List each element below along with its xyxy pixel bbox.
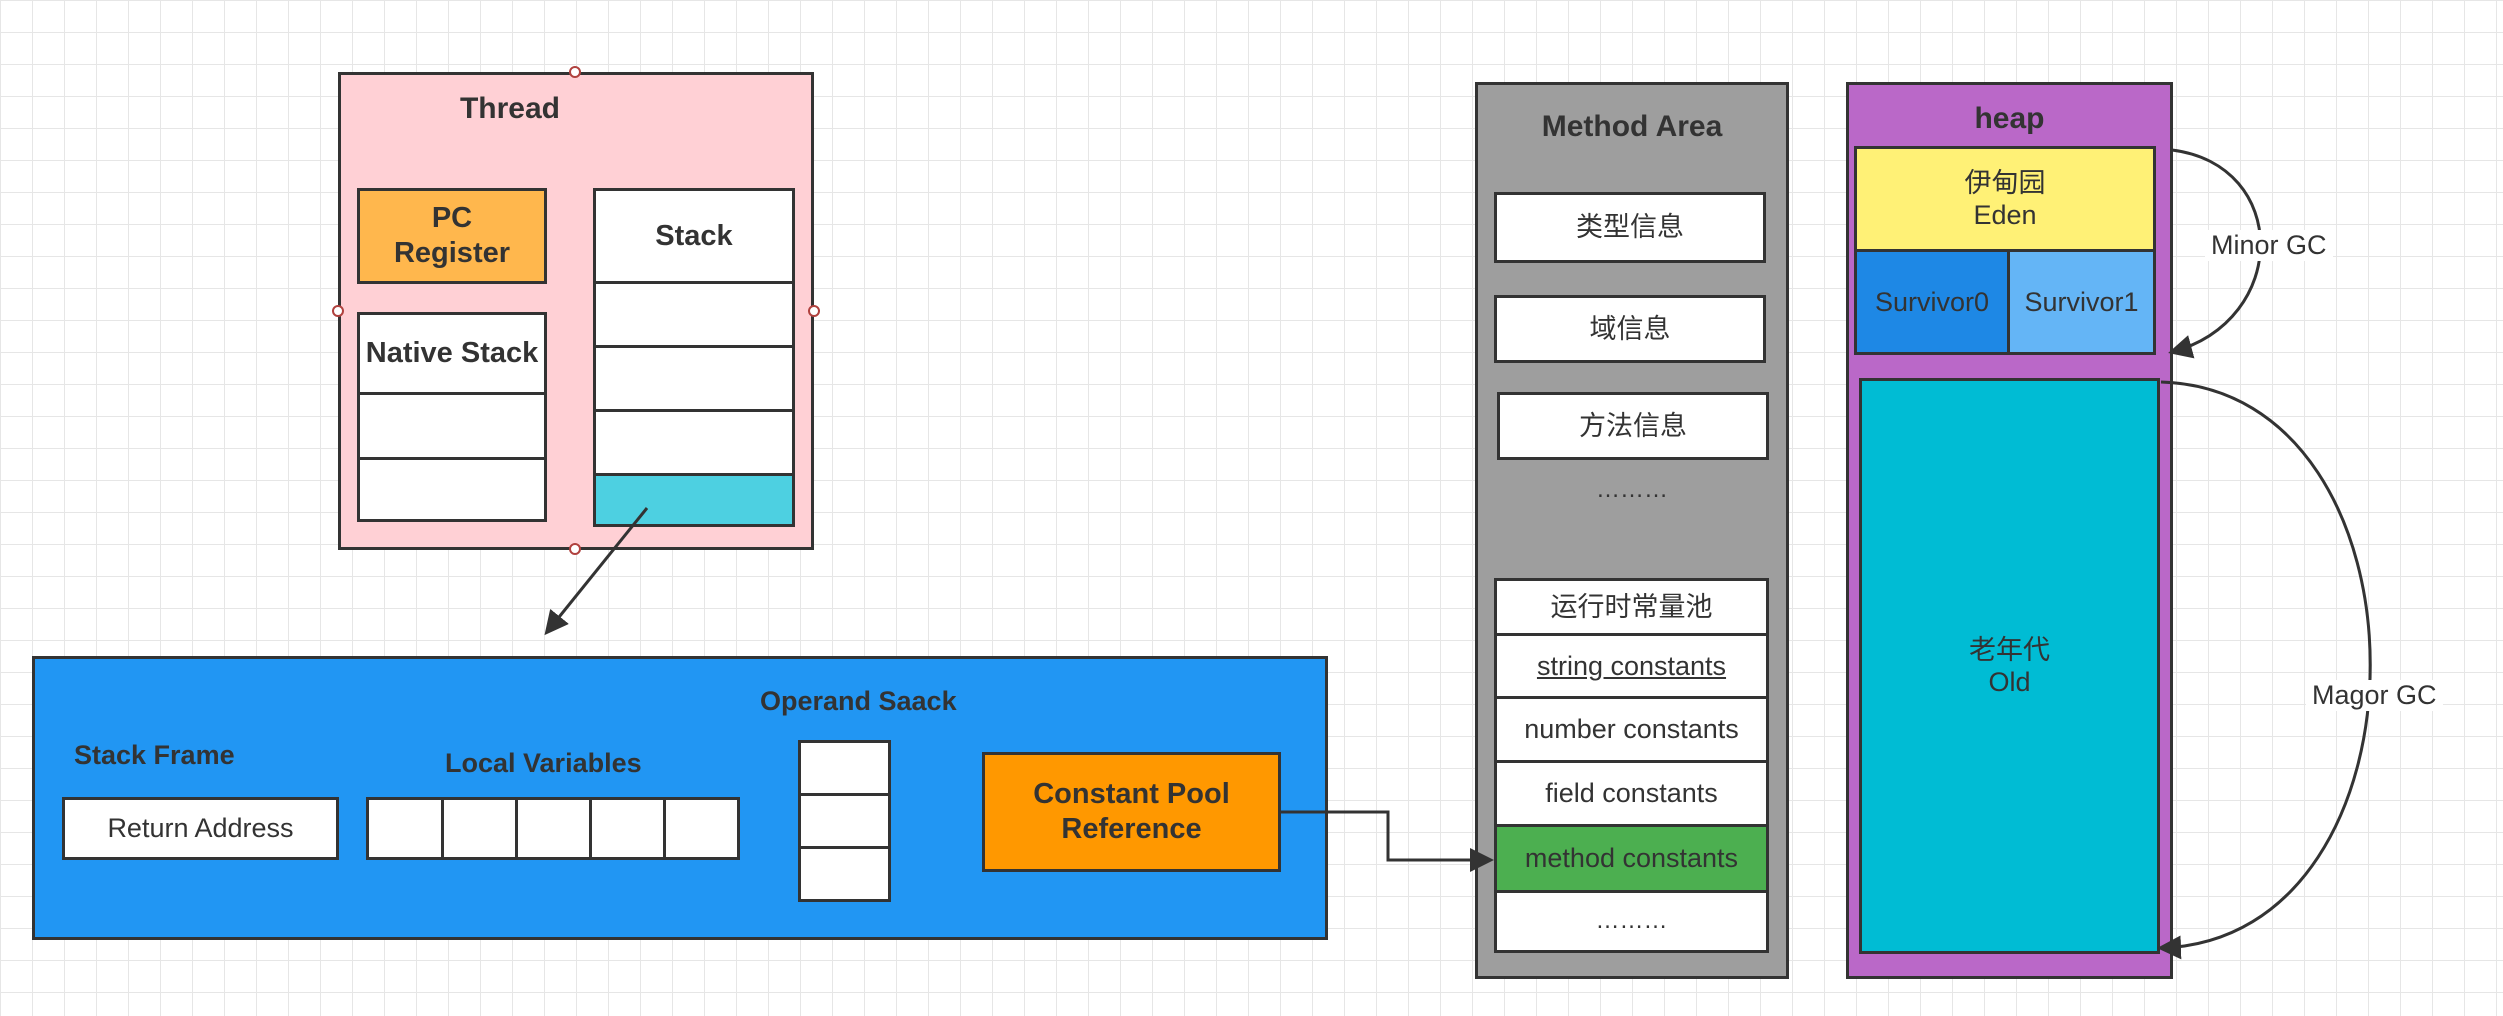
pc-register-label: PC Register (393, 202, 511, 269)
heap-survivor0[interactable]: Survivor0 (1854, 249, 2010, 355)
major-gc-arrow[interactable] (2157, 380, 2372, 960)
method-area-item-label: 域信息 (1589, 313, 1671, 344)
selection-handle-bottom[interactable] (569, 543, 581, 555)
selection-handle-top[interactable] (569, 66, 581, 78)
heap-eden-en-label: Eden (1973, 200, 2037, 230)
heap-survivor0-label: Survivor0 (1874, 286, 1990, 317)
stack-frame-title: Stack Frame (74, 740, 235, 770)
stack-label: Stack (655, 219, 733, 252)
selection-handle-left[interactable] (332, 305, 344, 317)
runtime-pool-title[interactable]: 运行时常量池 (1494, 578, 1769, 636)
local-variable-slot[interactable] (441, 797, 518, 860)
local-variables-title: Local Variables (445, 748, 642, 778)
constant-pool-reference[interactable]: Constant Pool Reference (982, 752, 1281, 872)
return-address-cell[interactable]: Return Address (62, 797, 339, 860)
local-variable-slot[interactable] (663, 797, 740, 860)
operand-stack-slot[interactable] (798, 846, 891, 902)
method-area-item-label: 方法信息 (1579, 410, 1687, 441)
heap-title: heap (1974, 102, 2045, 135)
runtime-pool-number-constants[interactable]: number constants (1494, 696, 1769, 763)
stack-current-frame[interactable] (593, 473, 795, 527)
native-stack-label: Native Stack (365, 337, 539, 370)
pc-register[interactable]: PC Register (357, 188, 547, 284)
operand-stack-slot[interactable] (798, 740, 891, 796)
heap-survivor1[interactable]: Survivor1 (2007, 249, 2156, 355)
operand-stack-slot[interactable] (798, 793, 891, 849)
major-gc-label: Magor GC (2306, 680, 2443, 711)
method-area-item-field-info[interactable]: 域信息 (1494, 295, 1766, 363)
native-stack-slot[interactable] (357, 457, 547, 522)
constant-pool-reference-label: Constant Pool Reference (1033, 778, 1230, 845)
selection-handle-right[interactable] (808, 305, 820, 317)
method-area-item-type-info[interactable]: 类型信息 (1494, 192, 1766, 263)
runtime-pool-item-label: field constants (1545, 778, 1718, 809)
heap-old-en-label: Old (1988, 667, 2031, 697)
runtime-pool-string-constants[interactable]: string constants (1494, 633, 1769, 699)
heap-eden-cn-label: 伊甸园 (1964, 167, 2046, 198)
local-variable-slot[interactable] (366, 797, 444, 860)
method-area-title: Method Area (1541, 110, 1723, 143)
minor-gc-label: Minor GC (2205, 230, 2333, 261)
heap-old-cn-label: 老年代 (1969, 634, 2050, 665)
thread-title: Thread (459, 92, 561, 125)
method-area-item-label: 类型信息 (1576, 212, 1684, 243)
runtime-pool-ellipsis[interactable]: ……… (1494, 890, 1769, 953)
runtime-pool-item-label: number constants (1524, 714, 1739, 745)
method-area-item-method-info[interactable]: 方法信息 (1497, 392, 1769, 460)
operand-stack-title: Operand Saack (760, 686, 957, 716)
return-address-label: Return Address (107, 813, 294, 844)
stack-to-frame-arrow[interactable] (544, 507, 649, 636)
heap-survivor1-label: Survivor1 (2024, 286, 2139, 317)
runtime-pool-item-label: string constants (1536, 650, 1727, 681)
runtime-pool-method-constants[interactable]: method constants (1494, 824, 1769, 893)
runtime-pool-field-constants[interactable]: field constants (1494, 760, 1769, 827)
runtime-pool-item-label: ……… (1595, 907, 1668, 935)
runtime-pool-title-label: 运行时常量池 (1550, 591, 1713, 622)
heap-old-generation[interactable]: 老年代 Old (1859, 378, 2160, 954)
method-area-ellipsis: ……… (1596, 476, 1668, 503)
constant-pool-to-method-constants-arrow[interactable] (1281, 810, 1494, 872)
runtime-pool-item-label: method constants (1524, 843, 1739, 874)
